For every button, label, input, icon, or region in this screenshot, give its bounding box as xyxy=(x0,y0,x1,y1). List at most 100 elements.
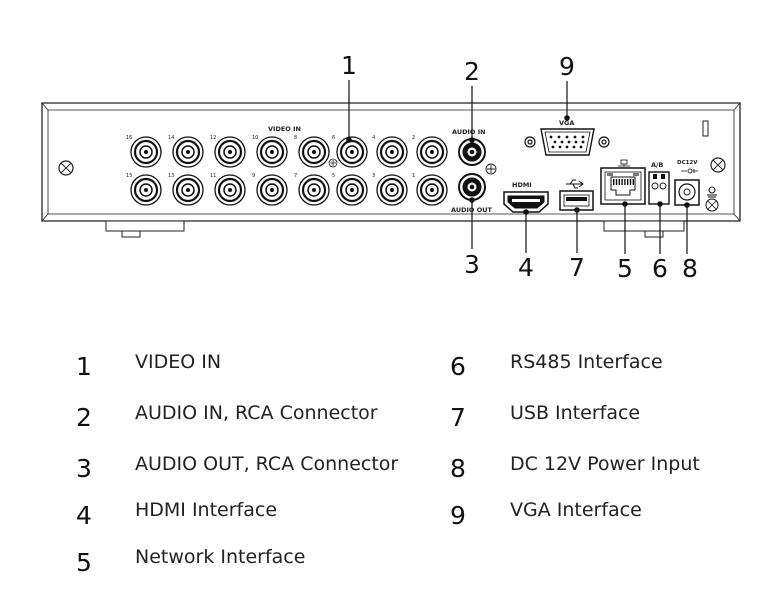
vga-pin xyxy=(565,145,569,149)
vent-slot xyxy=(702,120,709,137)
bnc-connector xyxy=(256,136,288,168)
ab-label: A/B xyxy=(651,161,663,169)
callout-number: 1 xyxy=(341,51,357,80)
vga-pin xyxy=(565,135,569,139)
video-port-number: 8 xyxy=(294,135,297,141)
legend-label: RS485 Interface xyxy=(510,351,663,373)
video-port-number: 13 xyxy=(168,173,174,179)
legend-number: 6 xyxy=(450,352,466,381)
legend-label: DC 12V Power Input xyxy=(510,453,700,475)
ground-symbol-icon xyxy=(328,158,338,168)
bnc-connector xyxy=(376,174,408,206)
audio-in-connector xyxy=(458,138,486,166)
vga-pin xyxy=(579,145,583,149)
network-icon xyxy=(618,159,630,167)
rj45-pin xyxy=(615,179,618,185)
bnc-connector xyxy=(336,136,368,168)
legend-number: 2 xyxy=(76,403,92,432)
bnc-connector xyxy=(416,136,448,168)
bnc-connector xyxy=(298,174,330,206)
ground-symbol-icon xyxy=(485,163,497,175)
legend-label: HDMI Interface xyxy=(135,499,278,521)
vga-pin xyxy=(557,135,561,139)
vga-pin xyxy=(572,145,576,149)
dc-polarity-icon xyxy=(681,168,698,174)
video-port-number: 6 xyxy=(332,135,335,141)
ground-screw-icon xyxy=(705,186,719,212)
callout-number: 5 xyxy=(617,254,633,283)
vga-pin xyxy=(573,135,577,139)
bnc-connector xyxy=(298,136,330,168)
rj45-pin xyxy=(624,179,626,185)
video-port-number: 5 xyxy=(332,173,335,179)
legend-label: VIDEO IN xyxy=(135,351,222,373)
callout-lines xyxy=(346,80,690,254)
rj45-pin xyxy=(632,179,634,185)
vga-pin xyxy=(558,145,562,149)
network-port xyxy=(600,167,646,205)
video-port-number: 11 xyxy=(210,173,216,179)
rs485-port xyxy=(648,171,670,205)
callout-number: 8 xyxy=(682,254,698,283)
bnc-connector xyxy=(336,174,368,206)
video-port-number: 4 xyxy=(372,135,375,141)
vga-pin xyxy=(567,140,571,144)
hdmi-label: HDMI xyxy=(512,181,532,189)
legend-number: 1 xyxy=(76,352,92,381)
video-port-number: 16 xyxy=(126,135,132,141)
usb-icon xyxy=(566,179,584,189)
rj45-pin xyxy=(627,179,629,185)
video-port-number: 3 xyxy=(372,173,375,179)
video-port-number: 9 xyxy=(252,173,255,179)
bnc-connector xyxy=(376,136,408,168)
bnc-connector xyxy=(130,136,162,168)
bnc-connector xyxy=(214,174,246,206)
bnc-connector xyxy=(416,174,448,206)
rj45-pin xyxy=(621,179,623,185)
callout-number: 9 xyxy=(559,52,575,81)
video-port-number: 7 xyxy=(294,173,297,179)
vga-pin xyxy=(581,135,585,139)
screw-icon xyxy=(58,160,74,176)
legend-number: 9 xyxy=(450,501,466,530)
legend-label: USB Interface xyxy=(510,402,641,424)
usb-port xyxy=(559,190,594,211)
legend-label: AUDIO IN, RCA Connector xyxy=(135,402,378,424)
callout-number: 7 xyxy=(569,253,585,282)
hdmi-port xyxy=(503,191,549,213)
legend-number: 7 xyxy=(450,403,466,432)
audio-in-label: AUDIO IN xyxy=(452,128,486,136)
dc12v-label: DC12V xyxy=(677,160,698,166)
vga-pin xyxy=(551,145,555,149)
rj45-pin xyxy=(629,179,632,185)
callout-number: 3 xyxy=(464,250,480,279)
vga-pin xyxy=(581,140,585,144)
audio-out-connector xyxy=(458,173,486,201)
legend-label: AUDIO OUT, RCA Connector xyxy=(135,453,399,475)
video-port-number: 2 xyxy=(412,135,415,141)
callout-number: 4 xyxy=(518,253,534,282)
dc-power-port xyxy=(674,179,700,206)
legend-label: VGA Interface xyxy=(510,499,642,521)
video-port-number: 15 xyxy=(126,173,132,179)
rj45-pin xyxy=(618,179,620,185)
vga-pin xyxy=(574,140,578,144)
legend-number: 3 xyxy=(76,454,92,483)
legend-label: Network Interface xyxy=(135,546,306,568)
bnc-connector xyxy=(214,136,246,168)
callout-number: 6 xyxy=(652,254,668,283)
vga-pin xyxy=(549,135,553,139)
legend-number: 4 xyxy=(76,501,92,530)
video-port-number: 12 xyxy=(210,135,216,141)
bnc-connector xyxy=(130,174,162,206)
vga-pin xyxy=(560,140,564,144)
screw-icon xyxy=(710,157,726,173)
vga-label: VGA xyxy=(559,119,574,127)
legend-number: 8 xyxy=(450,454,466,483)
callout-number: 2 xyxy=(464,57,480,86)
rj45-pin xyxy=(613,179,615,185)
video-port-number: 14 xyxy=(168,135,174,141)
bnc-connector xyxy=(172,136,204,168)
video-port-number: 1 xyxy=(412,173,415,179)
